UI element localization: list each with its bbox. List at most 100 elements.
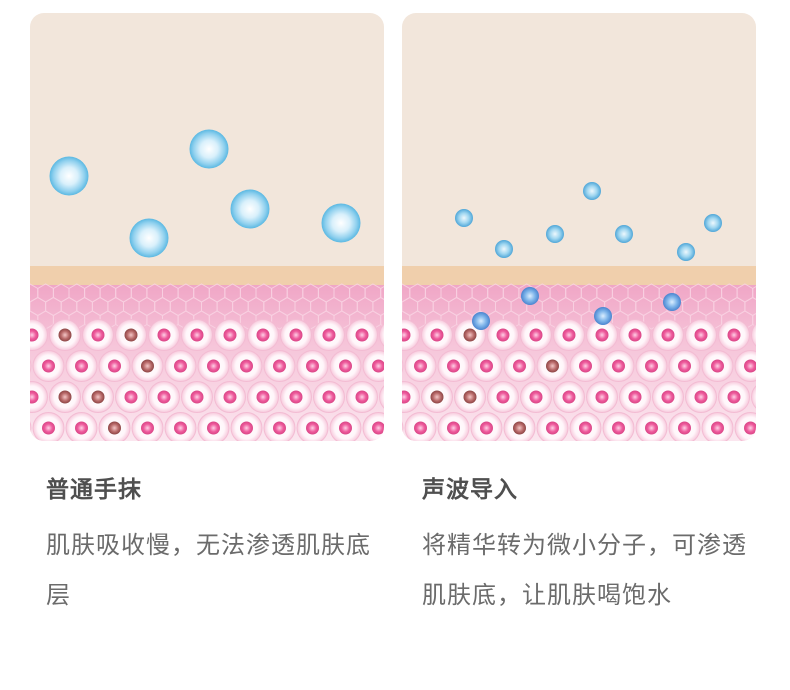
small-molecule [583, 182, 601, 200]
cell-nucleus [223, 328, 237, 342]
cell-nucleus [562, 328, 576, 342]
cell-nucleus [414, 359, 427, 373]
caption-sonic-infusion: 声波导入 将精华转为微小分子，可渗透肌肤底，让肌肤喝饱水 [422, 470, 752, 620]
cell-nucleus [496, 390, 510, 404]
absorbed-molecule [472, 312, 490, 330]
cell-nucleus [75, 359, 88, 373]
cell-nucleus [463, 328, 477, 342]
cell-nucleus [273, 421, 286, 435]
cell-nucleus [256, 328, 270, 342]
cell-nucleus [430, 390, 444, 404]
cell-nucleus [306, 359, 319, 373]
cell-nucleus [661, 328, 675, 342]
cell-nucleus [256, 390, 270, 404]
cell-nucleus [447, 359, 460, 373]
cell-nucleus [174, 421, 187, 435]
small-molecule [704, 214, 722, 232]
cell-nucleus [75, 421, 88, 435]
cell-nucleus [223, 390, 237, 404]
cell-nucleus [141, 421, 154, 435]
cell-nucleus [289, 390, 303, 404]
cell-nucleus [546, 421, 559, 435]
skin-cell [751, 385, 756, 409]
skin-cell [402, 319, 420, 351]
skin-cell [30, 421, 32, 435]
cell-nucleus [579, 359, 592, 373]
small-molecule [615, 225, 633, 243]
cell-nucleus [402, 390, 411, 404]
cell-nucleus [190, 328, 204, 342]
cell-nucleus [711, 359, 724, 373]
absorbed-molecule [663, 293, 681, 311]
skin-illustration-hand-application [30, 13, 384, 441]
cell-nucleus [447, 421, 460, 435]
stratum-corneum-band [30, 266, 384, 286]
cell-nucleus [372, 359, 384, 373]
cell-nucleus [480, 359, 493, 373]
cell-nucleus [694, 390, 708, 404]
cell-nucleus [546, 359, 559, 373]
cell-nucleus [289, 328, 303, 342]
skin-cell [402, 421, 404, 435]
cell-nucleus [108, 359, 121, 373]
large-droplets-on-skin-icon [30, 129, 384, 441]
cell-nucleus [190, 390, 204, 404]
cell-nucleus [322, 390, 336, 404]
cell-nucleus [355, 328, 369, 342]
skin-illustration-sonic-infusion [402, 13, 756, 441]
cell-nucleus [480, 421, 493, 435]
cell-nucleus [339, 359, 352, 373]
cell-nucleus [628, 390, 642, 404]
large-droplet [129, 218, 169, 258]
cell-nucleus [579, 421, 592, 435]
cell-nucleus [744, 359, 756, 373]
cell-nucleus [595, 390, 609, 404]
caption-title: 普通手抹 [46, 477, 142, 503]
cell-nucleus [645, 359, 658, 373]
cell-nucleus [430, 328, 444, 342]
skin-cell [30, 319, 48, 351]
cell-nucleus [339, 421, 352, 435]
cell-nucleus [463, 390, 477, 404]
absorbed-molecule [521, 287, 539, 305]
cell-nucleus [372, 421, 384, 435]
cell-nucleus [645, 421, 658, 435]
cell-nucleus [124, 390, 138, 404]
cell-nucleus [678, 421, 691, 435]
caption-title: 声波导入 [422, 477, 518, 503]
cell-nucleus [124, 328, 138, 342]
cell-nucleus [513, 359, 526, 373]
cell-nucleus [661, 390, 675, 404]
cell-nucleus [30, 328, 39, 342]
cell-nucleus [91, 328, 105, 342]
cell-nucleus [595, 328, 609, 342]
cell-nucleus [529, 390, 543, 404]
cell-nucleus [612, 421, 625, 435]
cell-rows [402, 319, 756, 441]
absorbed-molecule [594, 307, 612, 325]
cell-nucleus [628, 328, 642, 342]
cell-nucleus [612, 359, 625, 373]
cell-nucleus [513, 421, 526, 435]
cell-nucleus [58, 328, 72, 342]
large-droplet [230, 189, 270, 229]
cell-nucleus [207, 359, 220, 373]
cell-nucleus [273, 359, 286, 373]
caption-description: 将精华转为微小分子，可渗透肌肤底，让肌肤喝饱水 [422, 531, 747, 609]
small-molecule [495, 240, 513, 258]
skin-cell [379, 385, 384, 409]
cell-nucleus [157, 328, 171, 342]
cell-nucleus [402, 328, 411, 342]
cell-nucleus [355, 390, 369, 404]
large-droplet [49, 156, 89, 196]
cell-nucleus [727, 390, 741, 404]
large-droplet [189, 129, 229, 169]
cell-rows [30, 319, 384, 441]
cell-nucleus [91, 390, 105, 404]
cell-nucleus [414, 421, 427, 435]
cell-nucleus [108, 421, 121, 435]
skin-cell [30, 359, 32, 373]
cell-nucleus [744, 421, 756, 435]
skin-cell [379, 323, 384, 347]
cell-nucleus [694, 328, 708, 342]
